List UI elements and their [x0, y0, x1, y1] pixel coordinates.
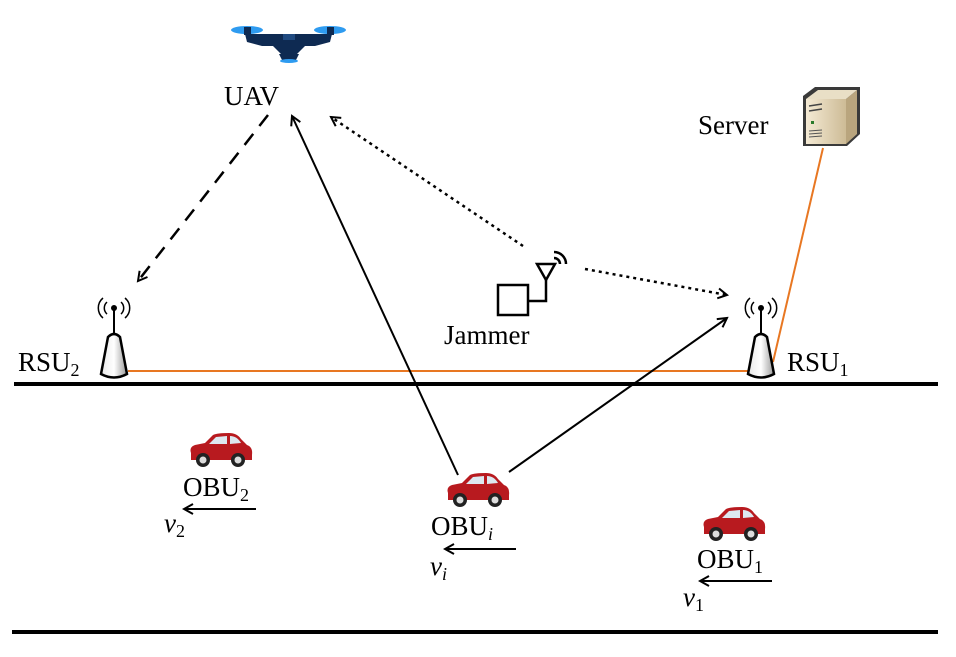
vi-label: vi — [430, 551, 447, 584]
rsu2-label-sub: 2 — [70, 360, 80, 380]
rsu1-tower-icon — [744, 297, 778, 379]
v1-label: v1 — [683, 582, 704, 615]
obu1-label: OBU1 — [697, 544, 764, 577]
rsu1-label-sub: 1 — [839, 360, 849, 380]
obu2-label: OBU2 — [183, 472, 250, 505]
vi-label-text: v — [430, 551, 442, 581]
obui-label: OBUi — [431, 511, 494, 544]
wired-link-rsu1-server — [772, 147, 824, 363]
link-obui-rsu1-solid — [508, 318, 727, 473]
obu1-label-sub: 1 — [754, 557, 764, 577]
uav-label: UAV — [224, 81, 280, 111]
vi-label-sub: i — [441, 564, 447, 584]
obu1-label-text: OBU — [697, 544, 755, 574]
v2-label-text: v — [164, 508, 176, 538]
link-obui-uav-solid — [292, 116, 459, 476]
rsu2-label-text: RSU — [18, 347, 71, 377]
link-uav-rsu2-dashed — [138, 114, 269, 281]
rsu1-label-text: RSU — [787, 347, 840, 377]
car-obui-icon — [447, 473, 510, 507]
uav-icon — [231, 26, 346, 63]
jammer-label: Jammer — [444, 320, 530, 350]
v2-label-sub: 2 — [175, 521, 185, 541]
v2-label: v2 — [164, 508, 185, 541]
obui-label-sub: i — [488, 524, 494, 544]
link-jammer-uav-dotted — [331, 117, 524, 248]
rsu1-label: RSU1 — [787, 347, 849, 380]
v1-label-text: v — [683, 582, 695, 612]
rsu2-tower-icon — [97, 297, 131, 379]
v1-label-sub: 1 — [694, 595, 704, 615]
car-obu1-icon — [703, 507, 766, 541]
rsu2-label: RSU2 — [18, 347, 80, 380]
server-icon — [803, 87, 860, 146]
car-obu2-icon — [190, 433, 253, 467]
obu2-label-sub: 2 — [240, 485, 250, 505]
obu2-label-text: OBU — [183, 472, 241, 502]
server-label: Server — [698, 110, 769, 140]
obui-label-text: OBU — [431, 511, 489, 541]
link-jammer-rsu1-dotted — [584, 267, 727, 295]
jammer-icon — [496, 250, 568, 317]
